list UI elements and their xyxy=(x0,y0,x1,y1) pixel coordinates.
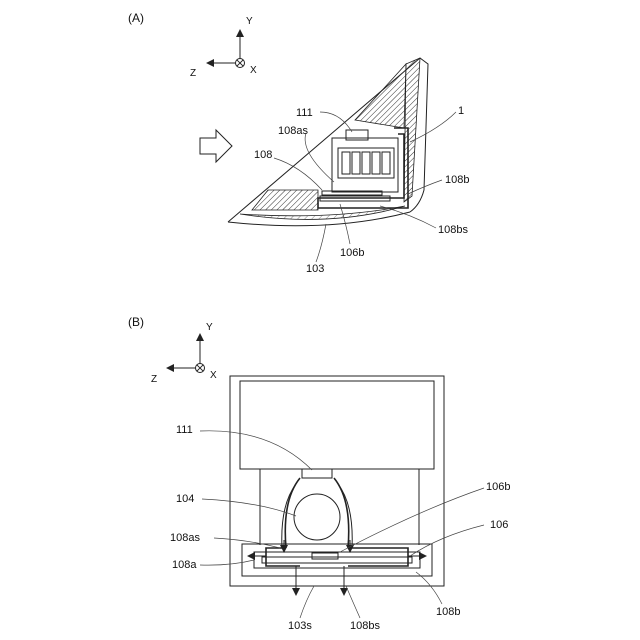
label-108bs: 108bs xyxy=(350,620,380,632)
panel-b-title: (B) xyxy=(128,315,144,329)
label-106b: 106b xyxy=(340,247,364,259)
base-assembly xyxy=(242,540,432,595)
panel-b: (B) Y Z X xyxy=(128,315,510,632)
z-axis-label: Z xyxy=(151,374,157,385)
label-103s: 103s xyxy=(288,620,312,632)
panel-a-title: (A) xyxy=(128,11,144,25)
label-108: 108 xyxy=(254,149,272,161)
panel-a: (A) Y Z X xyxy=(128,11,469,275)
upper-unit xyxy=(240,381,434,469)
z-axis-label: Z xyxy=(190,68,196,79)
x-axis-label: X xyxy=(250,65,257,76)
panel-b-leaders xyxy=(200,431,484,618)
direction-arrow-icon xyxy=(200,130,232,162)
label-104: 104 xyxy=(176,493,194,505)
label-108b: 108b xyxy=(445,174,469,186)
label-111: 111 xyxy=(296,107,313,119)
label-106: 106 xyxy=(490,519,508,531)
panel-b-axes: Y Z X xyxy=(151,322,217,385)
panel-a-axes: Y Z X xyxy=(190,16,257,79)
inner-module xyxy=(318,128,408,208)
label-108as: 108as xyxy=(170,532,200,544)
y-axis-label: Y xyxy=(206,322,213,333)
label-108as: 108as xyxy=(278,125,308,137)
y-axis-label: Y xyxy=(246,16,253,27)
label-108b: 108b xyxy=(436,606,460,618)
component-104 xyxy=(282,478,352,548)
label-1: 1 xyxy=(458,105,464,117)
component-111 xyxy=(302,469,332,478)
label-103: 103 xyxy=(306,263,324,275)
label-106b: 106b xyxy=(486,481,510,493)
label-108a: 108a xyxy=(172,559,197,571)
x-axis-label: X xyxy=(210,370,217,381)
label-108bs: 108bs xyxy=(438,224,468,236)
label-111: 111 xyxy=(176,424,193,436)
